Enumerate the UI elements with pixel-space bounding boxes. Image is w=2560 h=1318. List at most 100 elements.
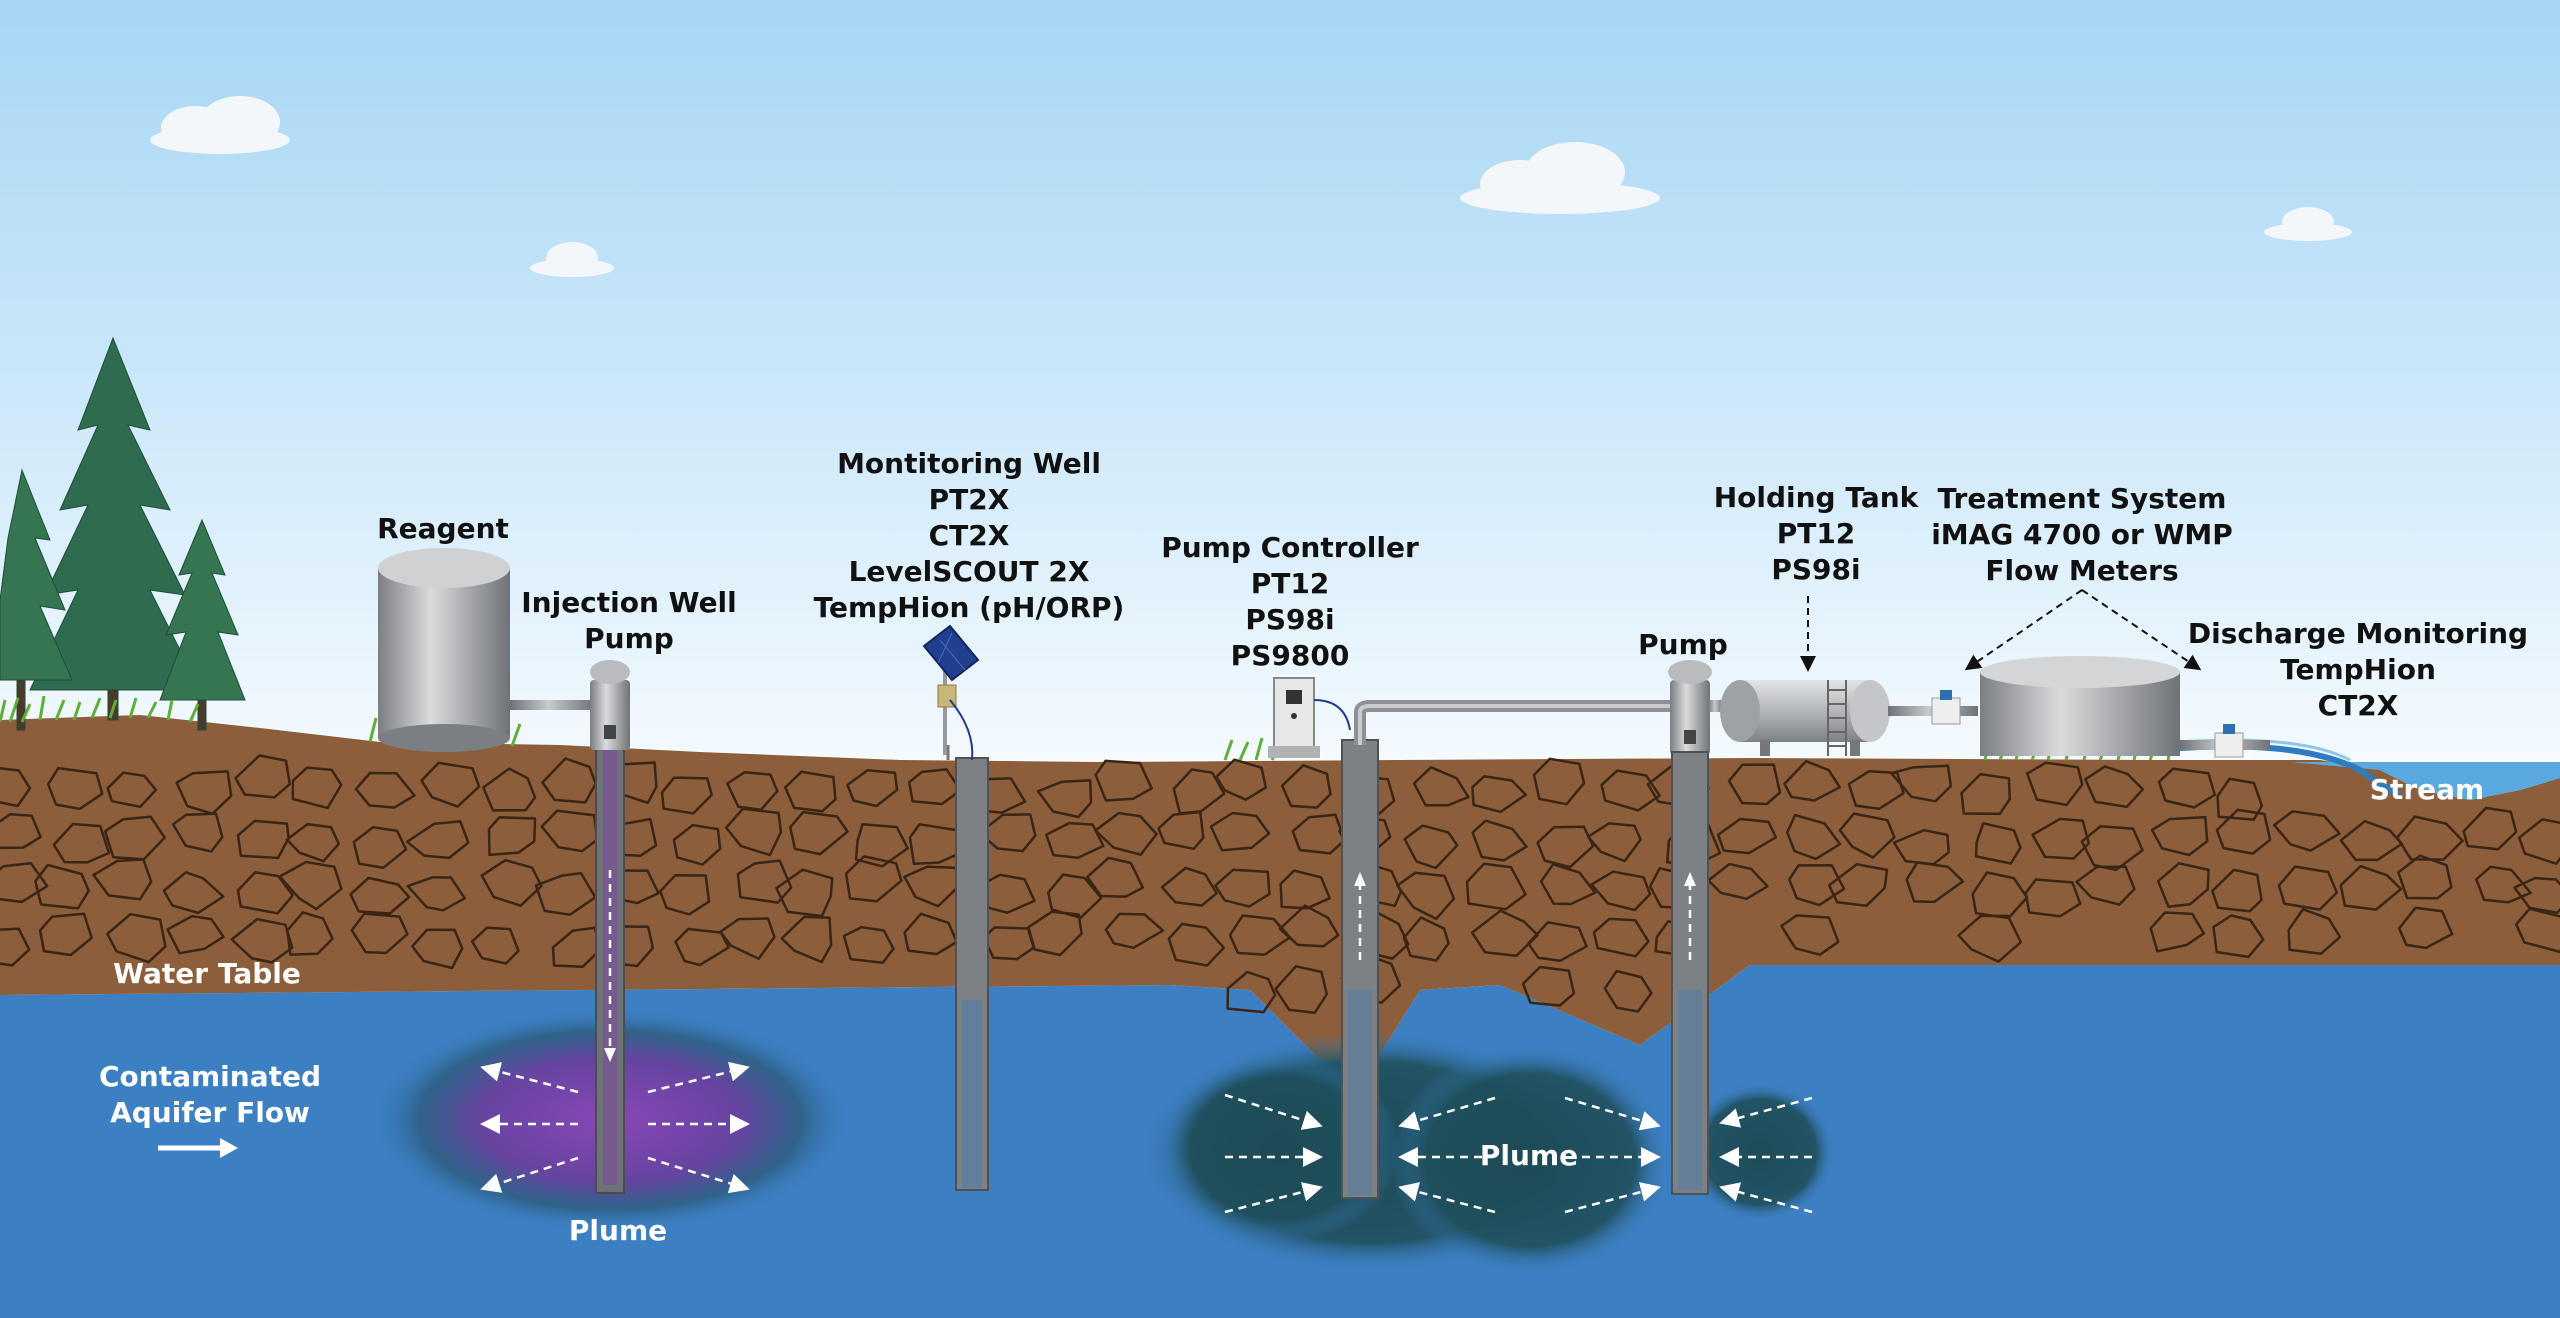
aquifer-flow-arrow — [158, 1138, 238, 1158]
discharge-monitoring-label-line: TempHion — [2280, 653, 2436, 686]
soil-crack — [1278, 904, 1340, 948]
soil-crack — [480, 858, 543, 907]
soil-crack — [1974, 822, 2022, 865]
pump — [1668, 660, 1712, 755]
soil-crack — [1228, 914, 1292, 956]
soil-crack — [2031, 817, 2091, 860]
discharge-monitoring-label-line: CT2X — [2317, 689, 2399, 722]
soil-crack — [406, 875, 466, 912]
soil-crack — [1905, 861, 1965, 904]
soil-crack — [482, 767, 537, 812]
soil-crack — [1412, 766, 1470, 807]
soil-crack — [1600, 769, 1661, 812]
soil-crack — [1532, 757, 1586, 806]
soil-crack — [2277, 865, 2339, 911]
plume-left-arrows — [480, 1061, 750, 1194]
monitoring-well-label-line: CT2X — [928, 519, 1010, 552]
soil-crack — [907, 768, 962, 806]
soil-crack — [1727, 763, 1782, 806]
soil-crack — [487, 816, 537, 857]
soil-crack — [2339, 819, 2404, 862]
soil-crack — [854, 823, 909, 868]
soil-crack — [1592, 917, 1650, 958]
reagent-tank — [378, 548, 510, 752]
soil-crack — [2215, 808, 2272, 855]
soil-crack — [1402, 916, 1450, 962]
soil-crack — [1471, 775, 1527, 814]
soil-crack — [2024, 878, 2082, 918]
soil-crack — [1716, 817, 1778, 855]
plume-left-label-text: Plume — [568, 1214, 668, 1247]
soil-crack — [405, 820, 470, 860]
soil-crack — [230, 917, 294, 964]
flow-meter — [1931, 690, 1961, 725]
cloud — [530, 242, 614, 277]
soil-crack — [724, 807, 783, 857]
holding-tank-label-line: PT12 — [1776, 517, 1856, 550]
plume-right-arrows — [1224, 1093, 1813, 1214]
soil-crack — [1786, 813, 1842, 861]
soil-crack — [285, 822, 341, 863]
soil-crack — [1890, 764, 1953, 803]
soil-crack — [234, 754, 292, 799]
plume-right-label: Plume — [1480, 1138, 1578, 1174]
soil-crack — [2075, 865, 2136, 906]
discharge-monitoring-label-line: Discharge Monitoring — [2187, 617, 2529, 650]
soil-crack — [1780, 914, 1840, 956]
soil-crack — [2212, 914, 2265, 959]
soil-crack — [1470, 909, 1539, 957]
soil-crack — [1960, 772, 2012, 816]
soil-crack — [1586, 822, 1642, 863]
soil-crack — [2397, 854, 2453, 900]
extraction-well-2 — [1671, 751, 1709, 1195]
soil-crack — [1167, 922, 1226, 967]
soil-crack — [350, 912, 409, 955]
monitoring-well-label: Montitoring Well PT2X CT2X LevelSCOUT 2X… — [814, 446, 1125, 626]
soil-crack — [236, 819, 290, 860]
pine-tree — [29, 336, 201, 721]
soil-crack — [1094, 759, 1153, 802]
reagent-label: Reagent — [377, 511, 509, 547]
soil-crack — [278, 860, 343, 911]
cloud — [2264, 207, 2352, 241]
soil-crack — [846, 768, 899, 808]
soil-crack — [2080, 825, 2144, 872]
soil-crack — [236, 871, 294, 915]
soil-crack — [2287, 908, 2342, 955]
extraction-well-1 — [1341, 739, 1379, 1199]
soil-crack — [38, 912, 93, 957]
soil-crack — [660, 776, 714, 815]
soil-crack — [2272, 810, 2341, 852]
treatment-system-label-line: Flow Meters — [1985, 554, 2179, 587]
soil-crack — [0, 927, 31, 967]
soil-crack — [1104, 912, 1165, 950]
soil-crack — [2517, 818, 2560, 865]
soil-crack — [0, 862, 49, 904]
soil-crack — [1590, 870, 1652, 912]
soil-crack — [1788, 863, 1846, 907]
soil-crack — [106, 912, 167, 964]
soil-crack — [1160, 866, 1218, 907]
soil-crack — [1157, 810, 1205, 851]
aquifer-flow-label: Contaminated Aquifer Flow — [99, 1059, 321, 1131]
soil-crack — [2513, 876, 2560, 915]
water-table-label-text: Water Table — [113, 957, 301, 990]
soil-crack — [672, 823, 722, 866]
pump-controller-label: Pump Controller PT12 PS98i PS9800 — [1161, 530, 1419, 674]
soil-crack — [1536, 825, 1595, 869]
soil-crack — [1291, 813, 1346, 855]
soil-crack — [286, 911, 334, 956]
soil-crack — [2025, 761, 2084, 807]
soil-crack — [1403, 824, 1459, 870]
soil-crack — [1036, 779, 1093, 819]
pump-controller — [1268, 677, 1351, 758]
monitoring-well-label-line: PT2X — [928, 483, 1010, 516]
soil-crack — [0, 767, 32, 808]
soil-crack — [719, 917, 776, 961]
soil-crack — [1226, 970, 1277, 1014]
soil-crack — [1783, 759, 1841, 802]
soil-crack — [171, 812, 224, 853]
treatment-system-label: Treatment System iMAG 4700 or WMP Flow M… — [1931, 481, 2233, 589]
reagent-label-text: Reagent — [377, 512, 509, 545]
